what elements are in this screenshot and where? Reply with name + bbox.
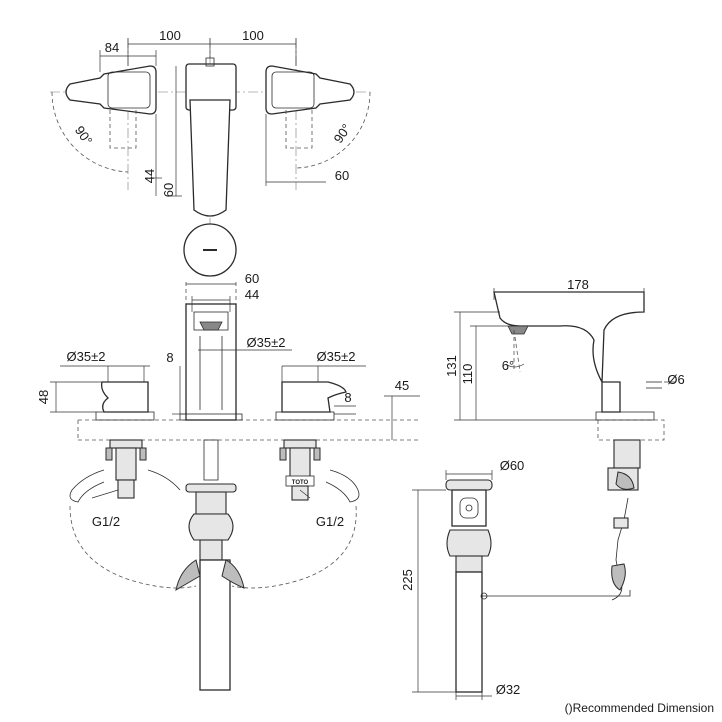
- drain-side-view: Ø60 225 Ø32: [400, 458, 631, 700]
- dim-angle-right: 90°: [331, 121, 355, 146]
- recommended-dimension-note: ()Recommended Dimension: [565, 701, 714, 715]
- dim-dia6: Ø6: [667, 372, 684, 387]
- dim-60-front: 60: [245, 271, 259, 286]
- dim-thread-left: G1/2: [92, 514, 120, 529]
- dim-131: 131: [444, 355, 459, 377]
- dim-84: 84: [105, 40, 119, 55]
- right-handle-front: TOTO: [275, 381, 360, 503]
- front-view: TOTO: [36, 271, 420, 691]
- dim-thread-right: G1/2: [316, 514, 344, 529]
- dim-dia35-right: Ø35±2: [317, 349, 356, 364]
- dim-dia35-center: Ø35±2: [247, 335, 286, 350]
- rotation-arc-left: [51, 91, 129, 173]
- dim-178: 178: [567, 277, 589, 292]
- side-view: 178 131 110 6° Ø6: [444, 277, 685, 601]
- dim-225: 225: [400, 569, 415, 591]
- front-dimensions: [50, 283, 420, 499]
- top-view: 84 100 100 90° 90° 44 60 60: [50, 28, 371, 277]
- dim-angle-6: 6°: [502, 358, 514, 373]
- spout-top: [183, 57, 237, 277]
- dim-60-top-left: 60: [161, 183, 176, 197]
- dim-48: 48: [36, 390, 51, 404]
- top-dimensions: [99, 38, 326, 197]
- dim-8-left: 8: [166, 350, 173, 365]
- hose-left: [69, 505, 197, 589]
- dim-45: 45: [395, 378, 409, 393]
- dim-100-right: 100: [242, 28, 264, 43]
- spout-front: [179, 282, 243, 481]
- dim-angle-left: 90°: [72, 123, 96, 148]
- dim-dia35-left: Ø35±2: [67, 349, 106, 364]
- left-handle-front: [69, 381, 181, 503]
- dim-100-left: 100: [159, 28, 181, 43]
- left-handle-top: [65, 65, 157, 149]
- dim-60-top-right: 60: [335, 168, 349, 183]
- brand-mark: TOTO: [292, 480, 309, 486]
- drain-assembly-front: [175, 483, 245, 691]
- rotation-arc-right: [295, 91, 371, 169]
- dim-dia32: Ø32: [496, 682, 521, 697]
- dim-110: 110: [460, 364, 475, 385]
- dim-dia60: Ø60: [500, 458, 525, 473]
- dim-8-right: 8: [344, 390, 351, 405]
- dim-44-front: 44: [245, 287, 259, 302]
- dim-44-top: 44: [142, 169, 157, 183]
- right-handle-top: [265, 65, 355, 149]
- hose-right: [231, 505, 357, 589]
- drain-dimensions: [412, 470, 493, 700]
- spout-side: [493, 291, 662, 601]
- side-dimensions: [454, 288, 676, 421]
